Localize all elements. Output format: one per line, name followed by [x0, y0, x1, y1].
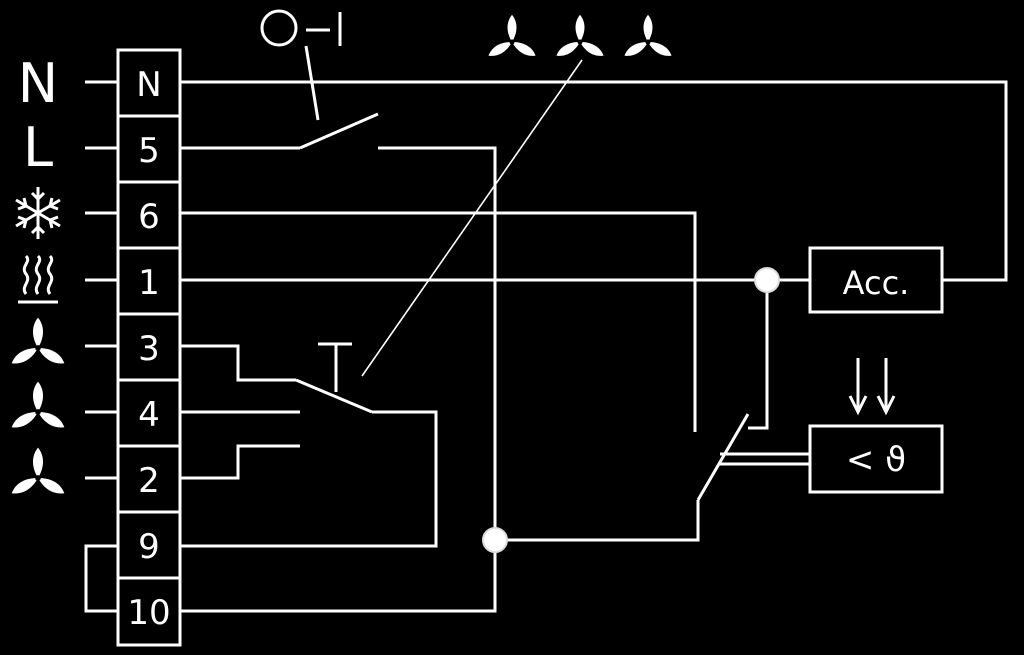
fan-icon: [9, 447, 67, 498]
accessory-box: Acc.: [808, 246, 944, 314]
junction-node: [754, 267, 780, 293]
live-label: L: [23, 116, 53, 179]
accessory-label: Acc.: [843, 264, 910, 302]
fan-icon: [9, 381, 67, 432]
fan-icon: [622, 14, 674, 60]
fan-icon: [554, 14, 606, 60]
terminal-label: 6: [138, 197, 160, 237]
terminal-label: 10: [127, 593, 170, 633]
thermostat-box: < ϑ: [808, 358, 944, 494]
snowflake-icon: [15, 187, 61, 239]
thermostat-label: < ϑ: [846, 440, 906, 480]
neutral-label: N: [18, 52, 58, 115]
wires: [180, 80, 1008, 613]
terminal-label: 9: [138, 527, 160, 567]
heat-waves-icon: [18, 254, 58, 304]
terminal-label: 1: [138, 263, 160, 303]
terminal-label: 3: [138, 329, 160, 369]
power-switch-symbol: [260, 9, 342, 121]
fan-icon: [9, 317, 67, 368]
fan-linkage-line: [361, 59, 583, 377]
terminal-block: N 5 6 1 3 4 2 9 10: [116, 48, 182, 647]
fan-icon: [486, 14, 538, 60]
terminal-label: 2: [138, 461, 160, 501]
terminal-label: 4: [138, 395, 160, 435]
terminal-leads: [84, 80, 118, 613]
junction-node: [482, 527, 508, 553]
terminal-label: 5: [138, 131, 160, 171]
terminal-label: N: [136, 65, 161, 105]
